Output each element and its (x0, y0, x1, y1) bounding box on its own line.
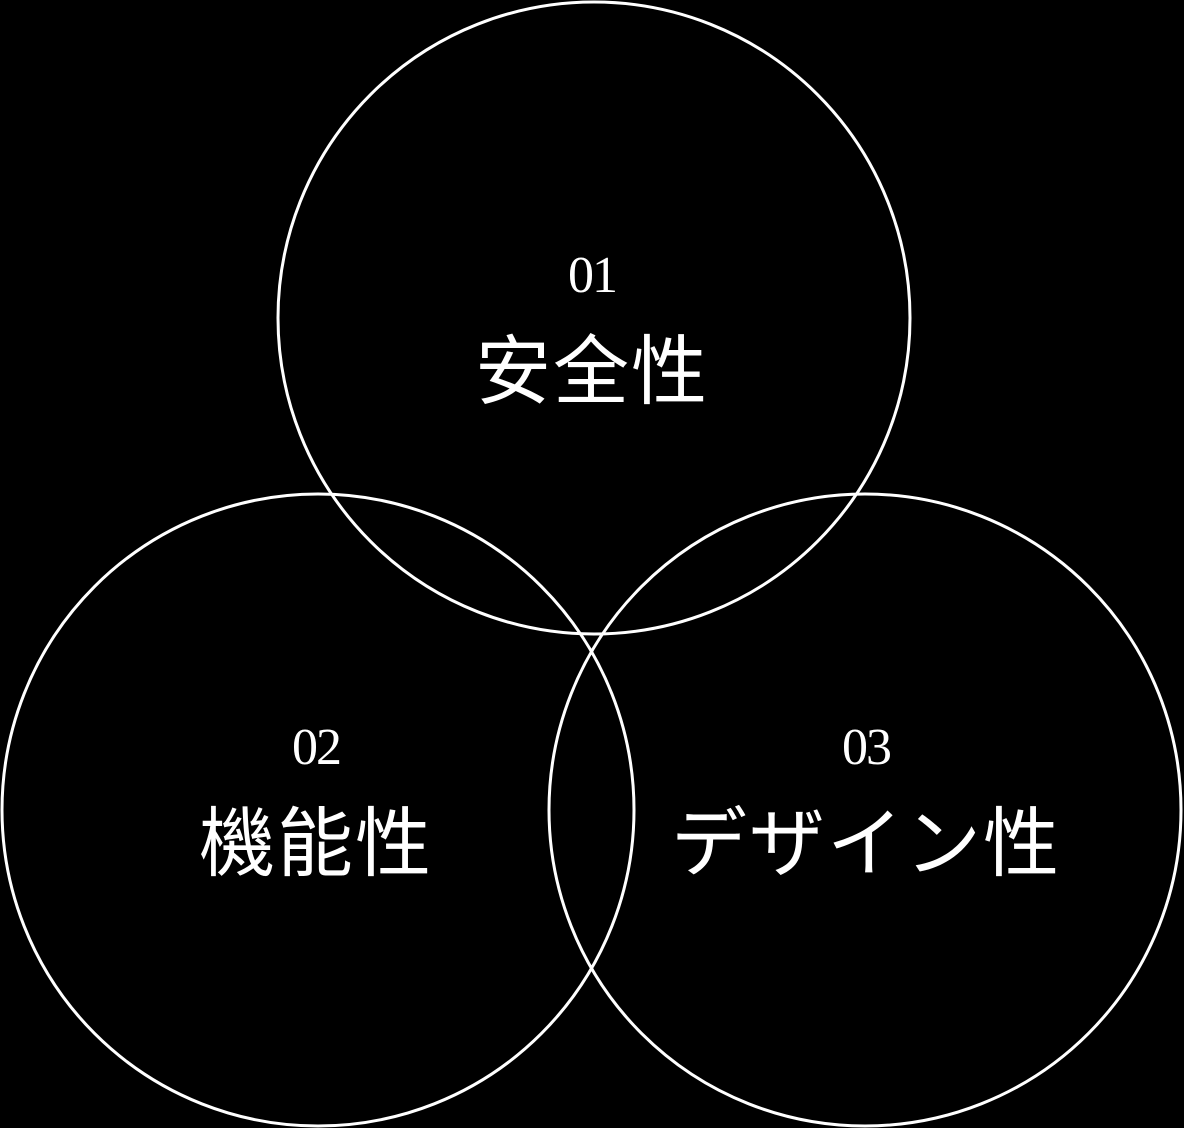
label-functionality: 02 機能性 (199, 722, 433, 886)
label-safety: 01 安全性 (475, 250, 709, 414)
number-02: 02 (292, 719, 342, 776)
circle-functionality (0, 492, 636, 1128)
circle-safety (276, 0, 912, 636)
title-functionality: 機能性 (199, 799, 433, 888)
number-03: 03 (842, 719, 892, 776)
circle-design (547, 492, 1183, 1128)
number-01: 01 (568, 247, 618, 304)
title-design: デザイン性 (671, 799, 1061, 888)
label-design: 03 デザイン性 (671, 722, 1061, 886)
title-safety: 安全性 (475, 327, 709, 416)
